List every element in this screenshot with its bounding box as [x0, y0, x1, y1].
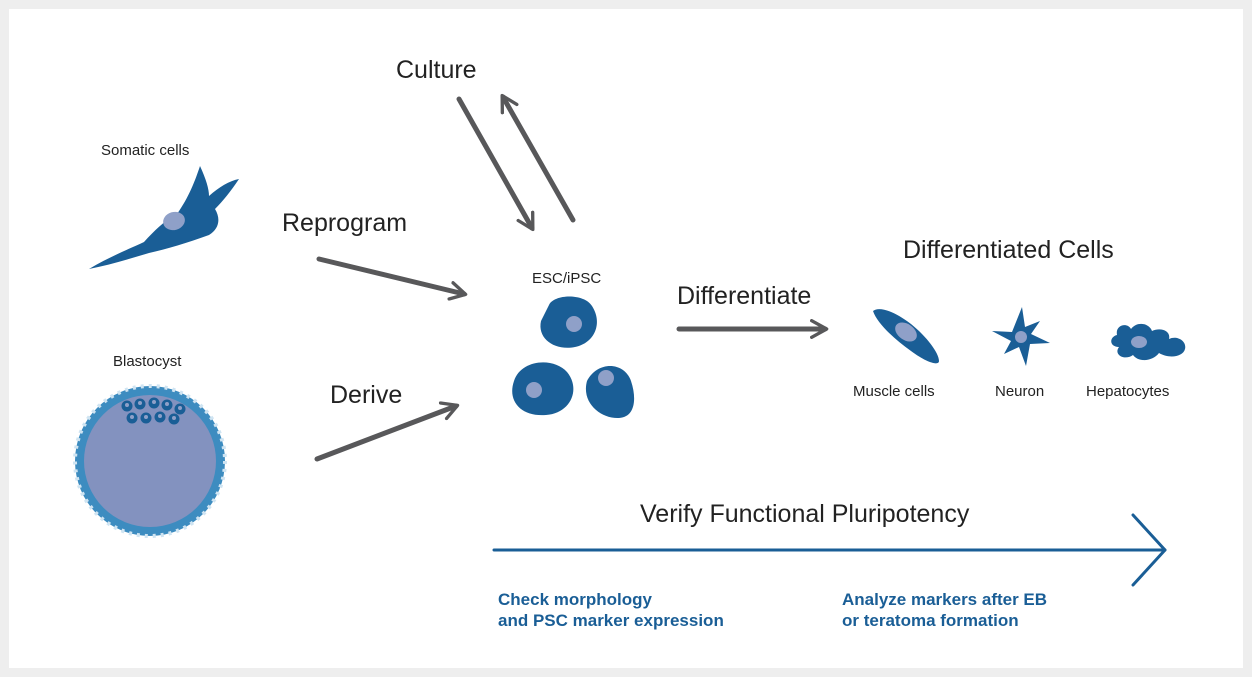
culture-up-arrow [500, 93, 576, 223]
differentiate-label: Differentiate [677, 282, 812, 310]
derive-label: Derive [330, 381, 403, 409]
note-left-line-1: Check morphology [498, 590, 652, 609]
blastocyst-label: Blastocyst [113, 353, 182, 370]
note-right-line-1: Analyze markers after EB [842, 590, 1048, 609]
note-right-line-2: or teratoma formation [842, 611, 1019, 630]
derive-arrow [314, 401, 460, 462]
somatic-cell-icon [89, 166, 239, 269]
esc-ipsc-colony-icon [512, 296, 635, 419]
neuron-label: Neuron [995, 383, 1045, 400]
muscle-cells-label: Muscle cells [853, 383, 935, 400]
note-right: Analyze markers after EB or teratoma for… [842, 589, 1047, 631]
note-left: Check morphology and PSC marker expressi… [498, 589, 724, 631]
diagram-canvas: Somatic cells Blastocyst Culture Reprogr… [9, 9, 1243, 668]
blastocyst-icon [73, 384, 227, 538]
hepatocyte-icon [1111, 323, 1186, 361]
hepatocytes-label: Hepatocytes [1086, 383, 1170, 400]
muscle-cell-icon [873, 309, 939, 364]
reprogram-label: Reprogram [282, 209, 408, 237]
culture-label: Culture [396, 56, 477, 84]
diagram-art [73, 93, 1186, 587]
note-left-line-2: and PSC marker expression [498, 611, 724, 630]
verify-title: Verify Functional Pluripotency [640, 500, 970, 528]
verify-arrow [492, 513, 1167, 587]
differentiated-cells-title: Differentiated Cells [903, 236, 1114, 264]
culture-down-arrow [456, 96, 535, 232]
neuron-icon [992, 307, 1050, 366]
somatic-cells-label: Somatic cells [101, 142, 190, 159]
esc-ipsc-label: ESC/iPSC [532, 270, 602, 287]
reprogram-arrow [316, 256, 468, 301]
